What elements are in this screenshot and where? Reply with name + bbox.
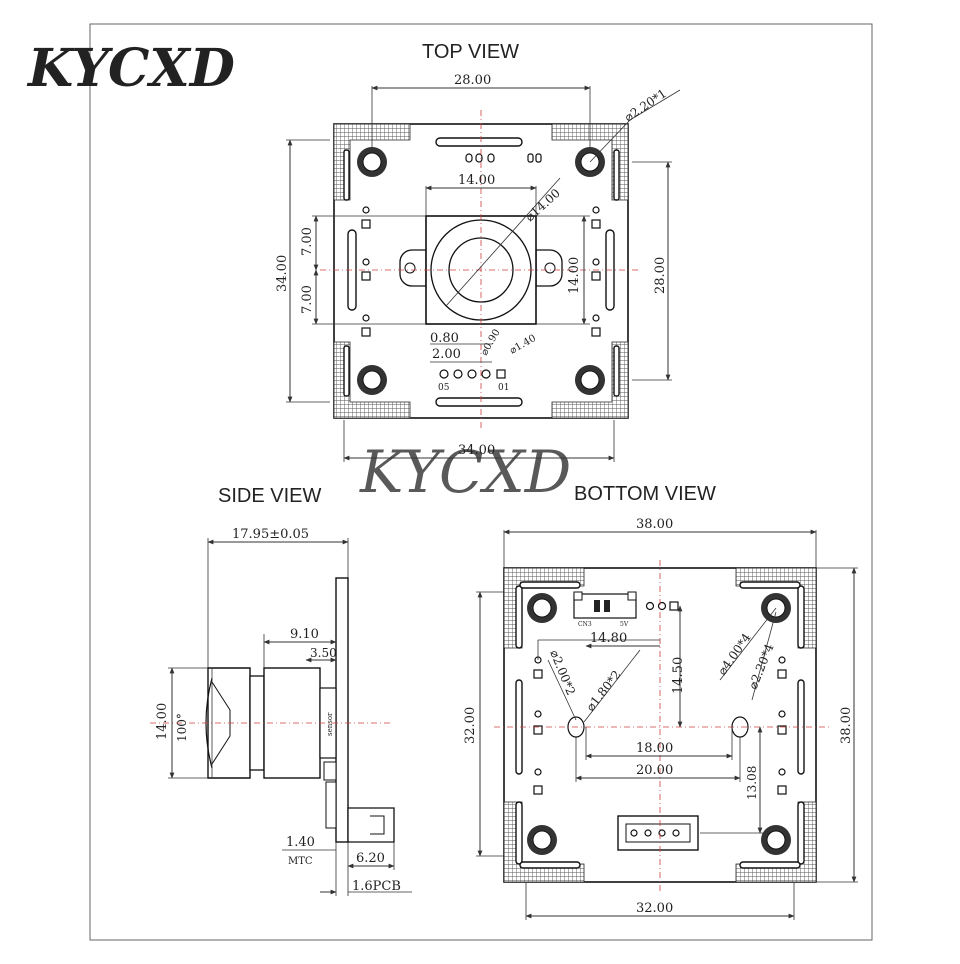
dim-top-hole: ⌀2.20*1 [622,86,669,124]
dim-bottom-depth: 14.50 [671,657,686,694]
dim-bottom-width-bottom: 32.00 [636,901,673,916]
dim-pin-080: 0.80 [430,331,459,346]
dim-side-flange: 3.50 [310,646,337,660]
dim-lens-width: 14.00 [458,173,495,188]
brand-logo: KYCXD [26,38,235,99]
drawing-frame [89,23,873,941]
dim-bottom-hole-spacing: 14.80 [590,631,627,646]
dim-lower-half: 7.00 [300,285,315,314]
brand-watermark: KYCXD [359,438,571,506]
dim-top-height-right: 28.00 [653,257,668,294]
side-view-title: SIDE VIEW [218,485,321,507]
top-pin-row [439,369,506,379]
dim-lens-height: 14.00 [567,257,582,294]
dim-bottom-height-left: 32.00 [463,707,478,744]
top-slot-tr [613,149,620,201]
top-corner-br [551,341,629,419]
top-side-pads [361,153,601,337]
dim-top-width-bottom: 34.00 [458,443,495,458]
chip-label-left: CN3 [578,621,592,628]
top-view: TOP VIEW [275,41,681,462]
pin-label-05: 05 [438,383,450,393]
top-view-title: TOP VIEW [422,41,519,63]
dim-top-height-left: 34.00 [275,255,290,292]
top-slot-bl [343,345,350,397]
top-slot-top [435,137,523,147]
dim-side-angle: 100° [175,713,189,742]
dim-bottom-width-top: 38.00 [636,517,673,532]
dim-bottom-span-2000: 20.00 [636,763,673,778]
side-view: SIDE VIEW 17.95±0.05 sensor 9.10 3.50 [150,485,412,896]
pin-label-01: 01 [498,383,509,393]
top-slot-bottom [435,397,523,407]
dim-bottom-height-right: 38.00 [839,707,854,744]
bottom-view: BOTTOM VIEW 38.00 [463,483,858,920]
dim-side-pcb: 1.6PCB [352,879,401,894]
bottom-view-title: BOTTOM VIEW [574,483,716,505]
dim-bottom-offset: 13.08 [745,766,759,800]
dim-bottom-span-1800: 18.00 [636,741,673,756]
top-slot-br [613,345,620,397]
side-part-label: sensor [326,712,334,736]
dim-side-body: 9.10 [290,627,319,642]
bottom-pads [533,601,787,795]
top-slot-tl [343,149,350,201]
side-pcb [335,577,349,843]
chip-label-right: 5V [620,621,629,628]
dim-upper-half: 7.00 [300,227,315,256]
dim-top-width: 28.00 [454,73,491,88]
dim-pin-200: 2.00 [432,347,461,362]
dim-side-lens-height: 14.00 [155,703,170,740]
dim-side-connector: 6.20 [356,851,385,866]
dim-side-pcb-gap: 1.40 [286,835,315,850]
dim-side-overall: 17.95±0.05 [232,527,309,542]
side-mtc-label: MTC [288,856,313,867]
